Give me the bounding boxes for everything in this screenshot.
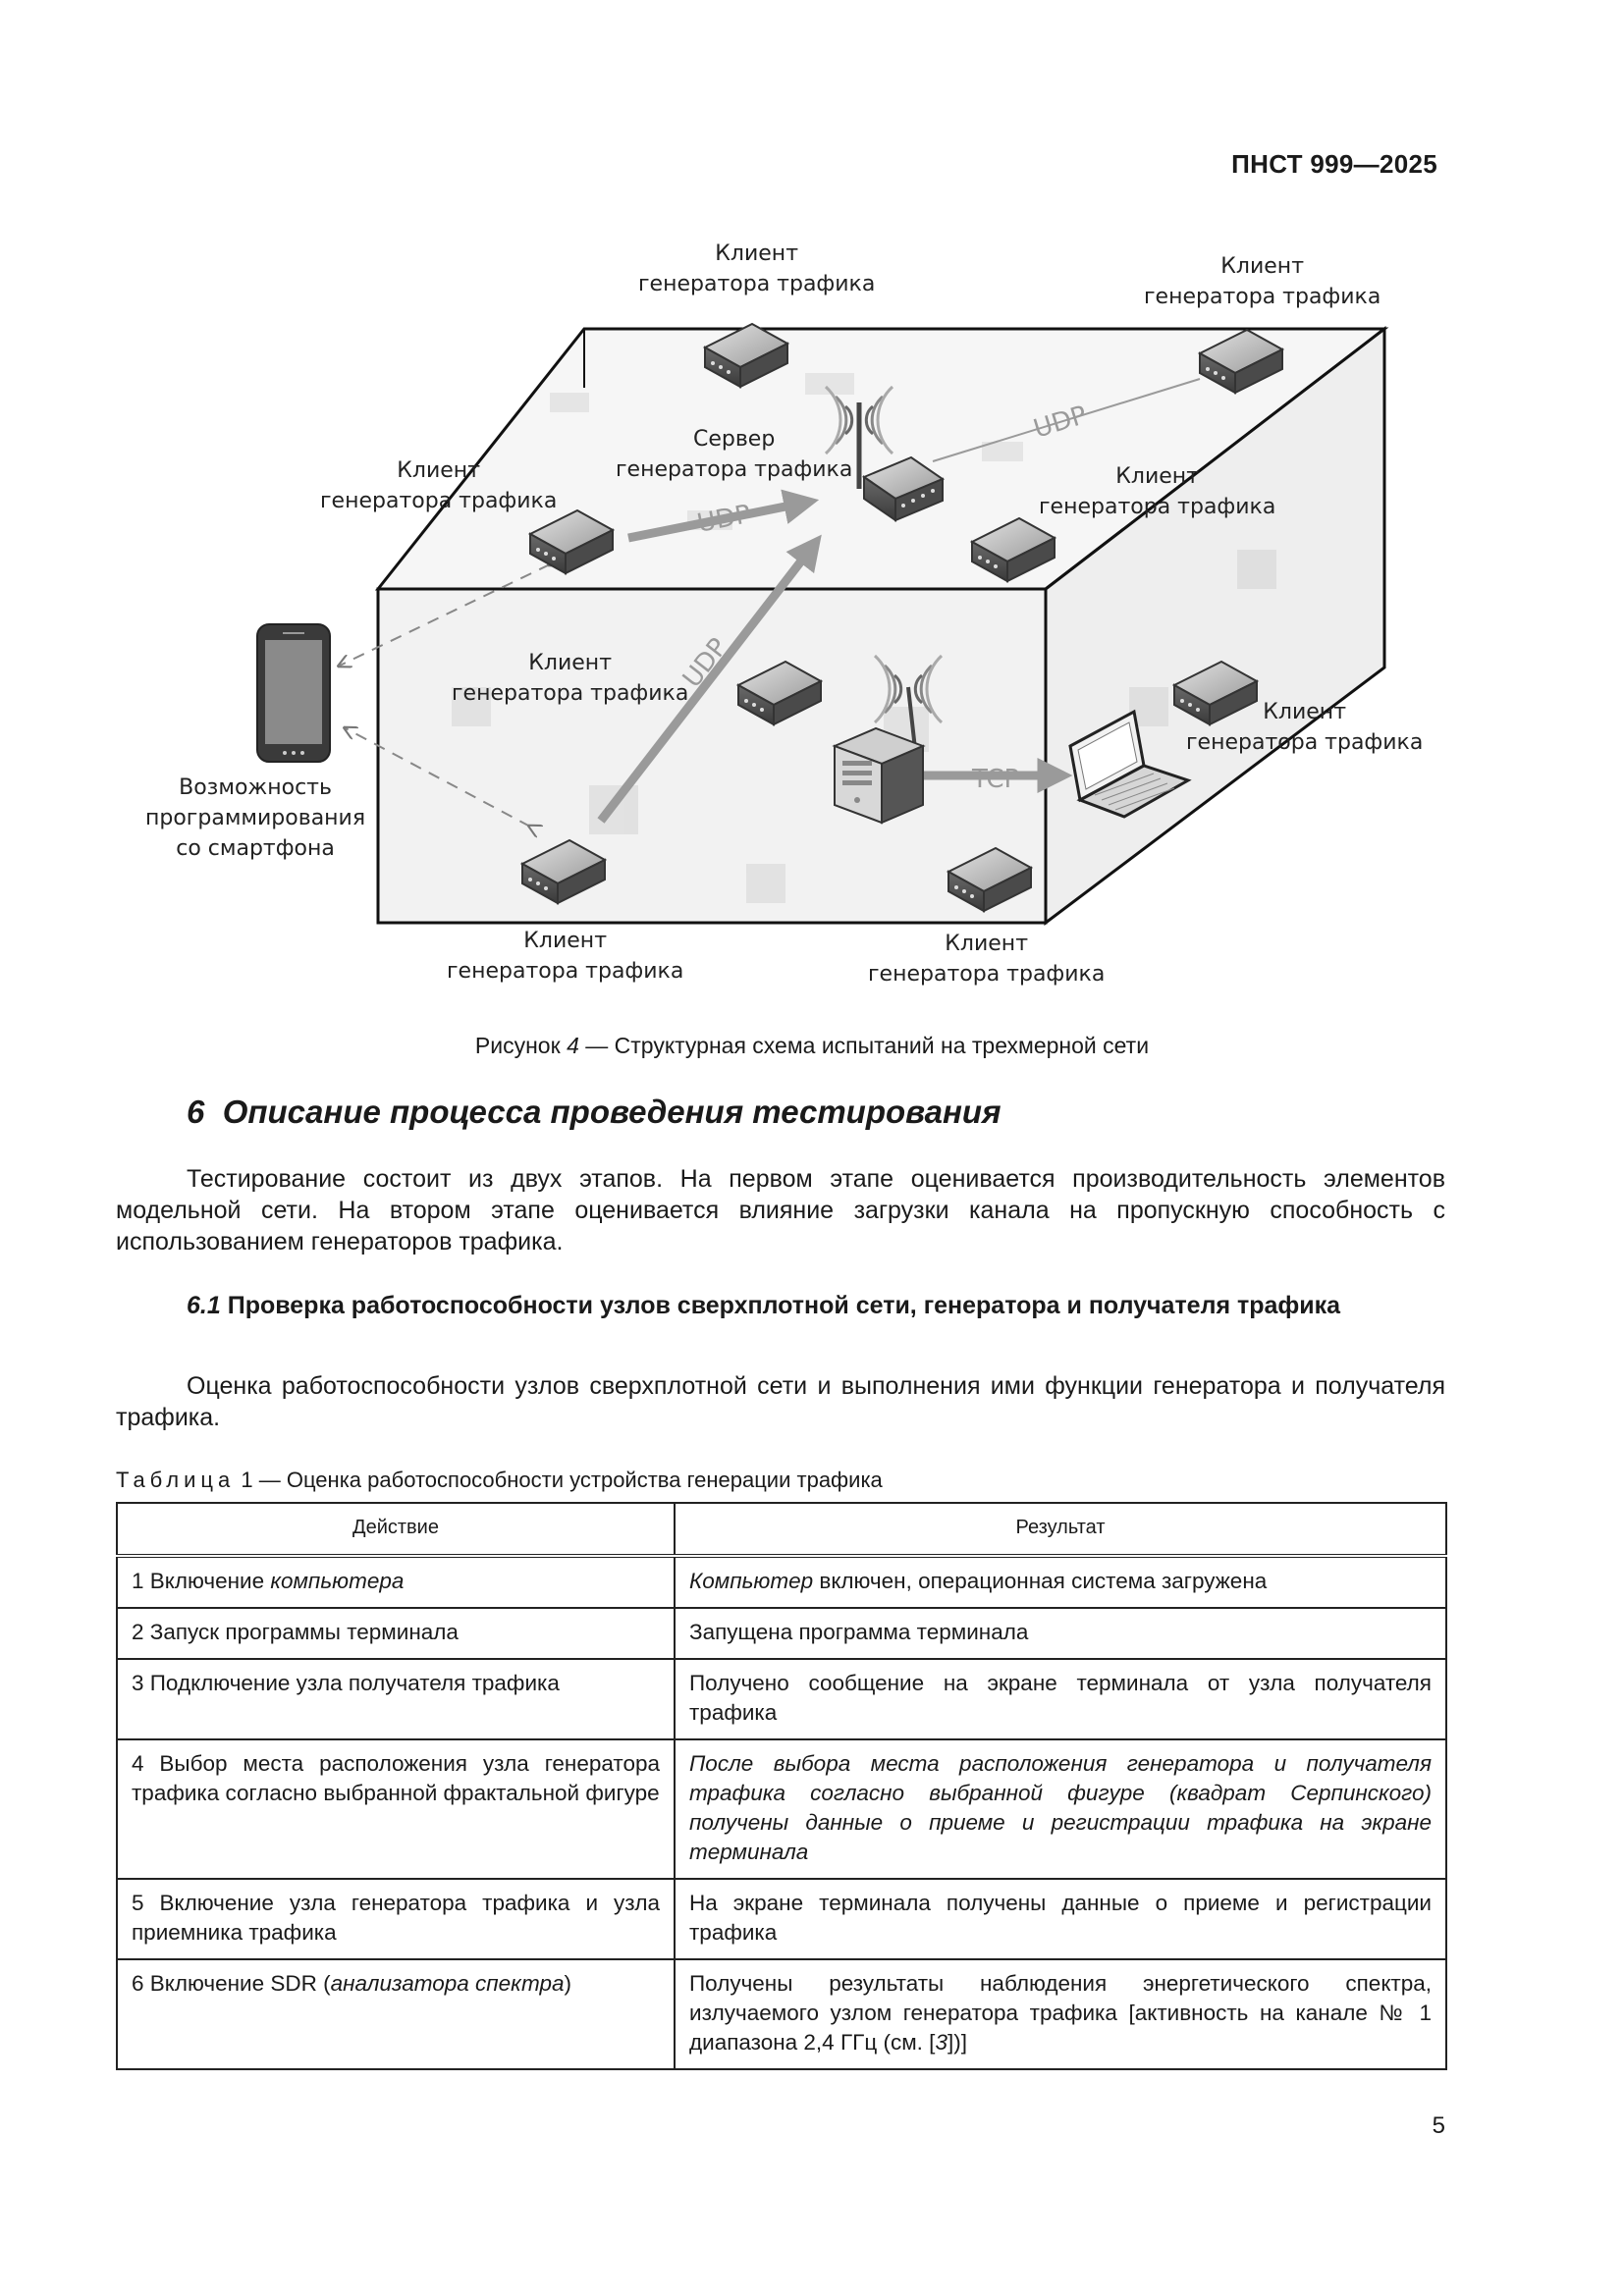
udp-arrow-left	[627, 489, 820, 543]
cell-text: После выбора места расположения генерато…	[689, 1751, 1432, 1864]
table-row: 5 Включение узла генератора трафика и уз…	[116, 1878, 1447, 1960]
table-row: 2 Запуск программы терминала Запущена про…	[116, 1607, 1447, 1660]
cell-text: 4 Выбор места расположения узла генерато…	[132, 1751, 660, 1805]
cell-text: 6 Включение SDR (	[132, 1971, 331, 1996]
smartphone-link-bottom	[346, 728, 530, 827]
subsection-heading: 6.1 Проверка работоспособности узлов све…	[187, 1292, 1341, 1319]
cell-action: 3 Подключение узла получателя трафика	[116, 1658, 676, 1740]
section-paragraph: Тестирование состоит из двух этапов. На …	[116, 1165, 1445, 1255]
cell-result: После выбора места расположения генерато…	[674, 1738, 1447, 1880]
udp-line-right	[932, 378, 1201, 462]
cell-text: Компьютер	[689, 1569, 814, 1593]
cell-text: 3	[935, 2030, 947, 2055]
smartphone-icon	[256, 623, 331, 763]
cell-text: На экране терминала получены данные о пр…	[689, 1891, 1432, 1945]
cell-text: включен, операционная система загружена	[813, 1569, 1268, 1593]
cell-text: 2 Запуск программы терминала	[132, 1620, 459, 1644]
table-row: 6 Включение SDR (анализатора спектра)Пол…	[116, 1958, 1447, 2070]
cell-action: 4 Выбор места расположения узла генерато…	[116, 1738, 676, 1880]
udp-arrow-bottom	[597, 534, 822, 824]
results-table: Действие Результат 1 Включение компьютер…	[116, 1502, 1447, 2070]
header-result: Результат	[674, 1502, 1447, 1558]
cell-text: компьютера	[270, 1569, 405, 1593]
cell-result: Получено сообщение на экране терминала о…	[674, 1658, 1447, 1740]
cell-action: 5 Включение узла генератора трафика и уз…	[116, 1878, 676, 1960]
cell-text: Получены результаты наблюдения энергетич…	[689, 1971, 1432, 2055]
cell-text: анализатора спектра	[330, 1971, 565, 1996]
cell-result: На экране терминала получены данные о пр…	[674, 1878, 1447, 1960]
cell-text: Получено сообщение на экране терминала о…	[689, 1671, 1432, 1725]
table-row: 3 Подключение узла получателя трафика Пол…	[116, 1658, 1447, 1740]
document-code: ПНСТ 999—2025	[1231, 149, 1437, 179]
cell-text: 5 Включение узла генератора трафика и уз…	[132, 1891, 660, 1945]
figure-network-diagram: UDP UDP UDP TCP	[0, 0, 1624, 1021]
figure-caption: Рисунок 4 — Структурная схема испытаний …	[474, 1033, 1150, 1058]
table-header-row: Действие Результат	[116, 1502, 1447, 1558]
section-heading: 6 Описание процесса проведения тестирова…	[187, 1094, 1001, 1130]
tcp-label: TCP	[971, 765, 1019, 794]
cell-result: Запущена программа терминала	[674, 1607, 1447, 1660]
header-action: Действие	[116, 1502, 676, 1558]
cell-text: 1 Включение	[132, 1569, 271, 1593]
smartphone-link-top	[340, 564, 550, 666]
table-title: Таблица 1 — Оценка работоспособности уст…	[116, 1468, 883, 1492]
cell-text: ])]	[947, 2030, 967, 2055]
cell-text: 3 Подключение узла получателя трафика	[132, 1671, 560, 1695]
computer-tower-icon	[832, 654, 944, 825]
table-row: 4 Выбор места расположения узла генерато…	[116, 1738, 1447, 1880]
laptop-icon	[1068, 709, 1192, 819]
page-number: 5	[1432, 2112, 1445, 2139]
cell-action: 1 Включение компьютера	[116, 1555, 676, 1609]
network-diagram-svg: UDP UDP UDP TCP	[256, 323, 1389, 927]
cell-result: Получены результаты наблюдения энергетич…	[674, 1958, 1447, 2070]
cell-text: )	[564, 1971, 572, 1996]
cell-result: Компьютер включен, операционная система …	[674, 1555, 1447, 1609]
cell-action: 6 Включение SDR (анализатора спектра)	[116, 1958, 676, 2070]
cell-action: 2 Запуск программы терминала	[116, 1607, 676, 1660]
subsection-paragraph: Оценка работоспособности узлов сверхплот…	[116, 1372, 1445, 1431]
server-router-icon	[824, 385, 946, 522]
cell-text: Запущена программа терминала	[689, 1620, 1029, 1644]
